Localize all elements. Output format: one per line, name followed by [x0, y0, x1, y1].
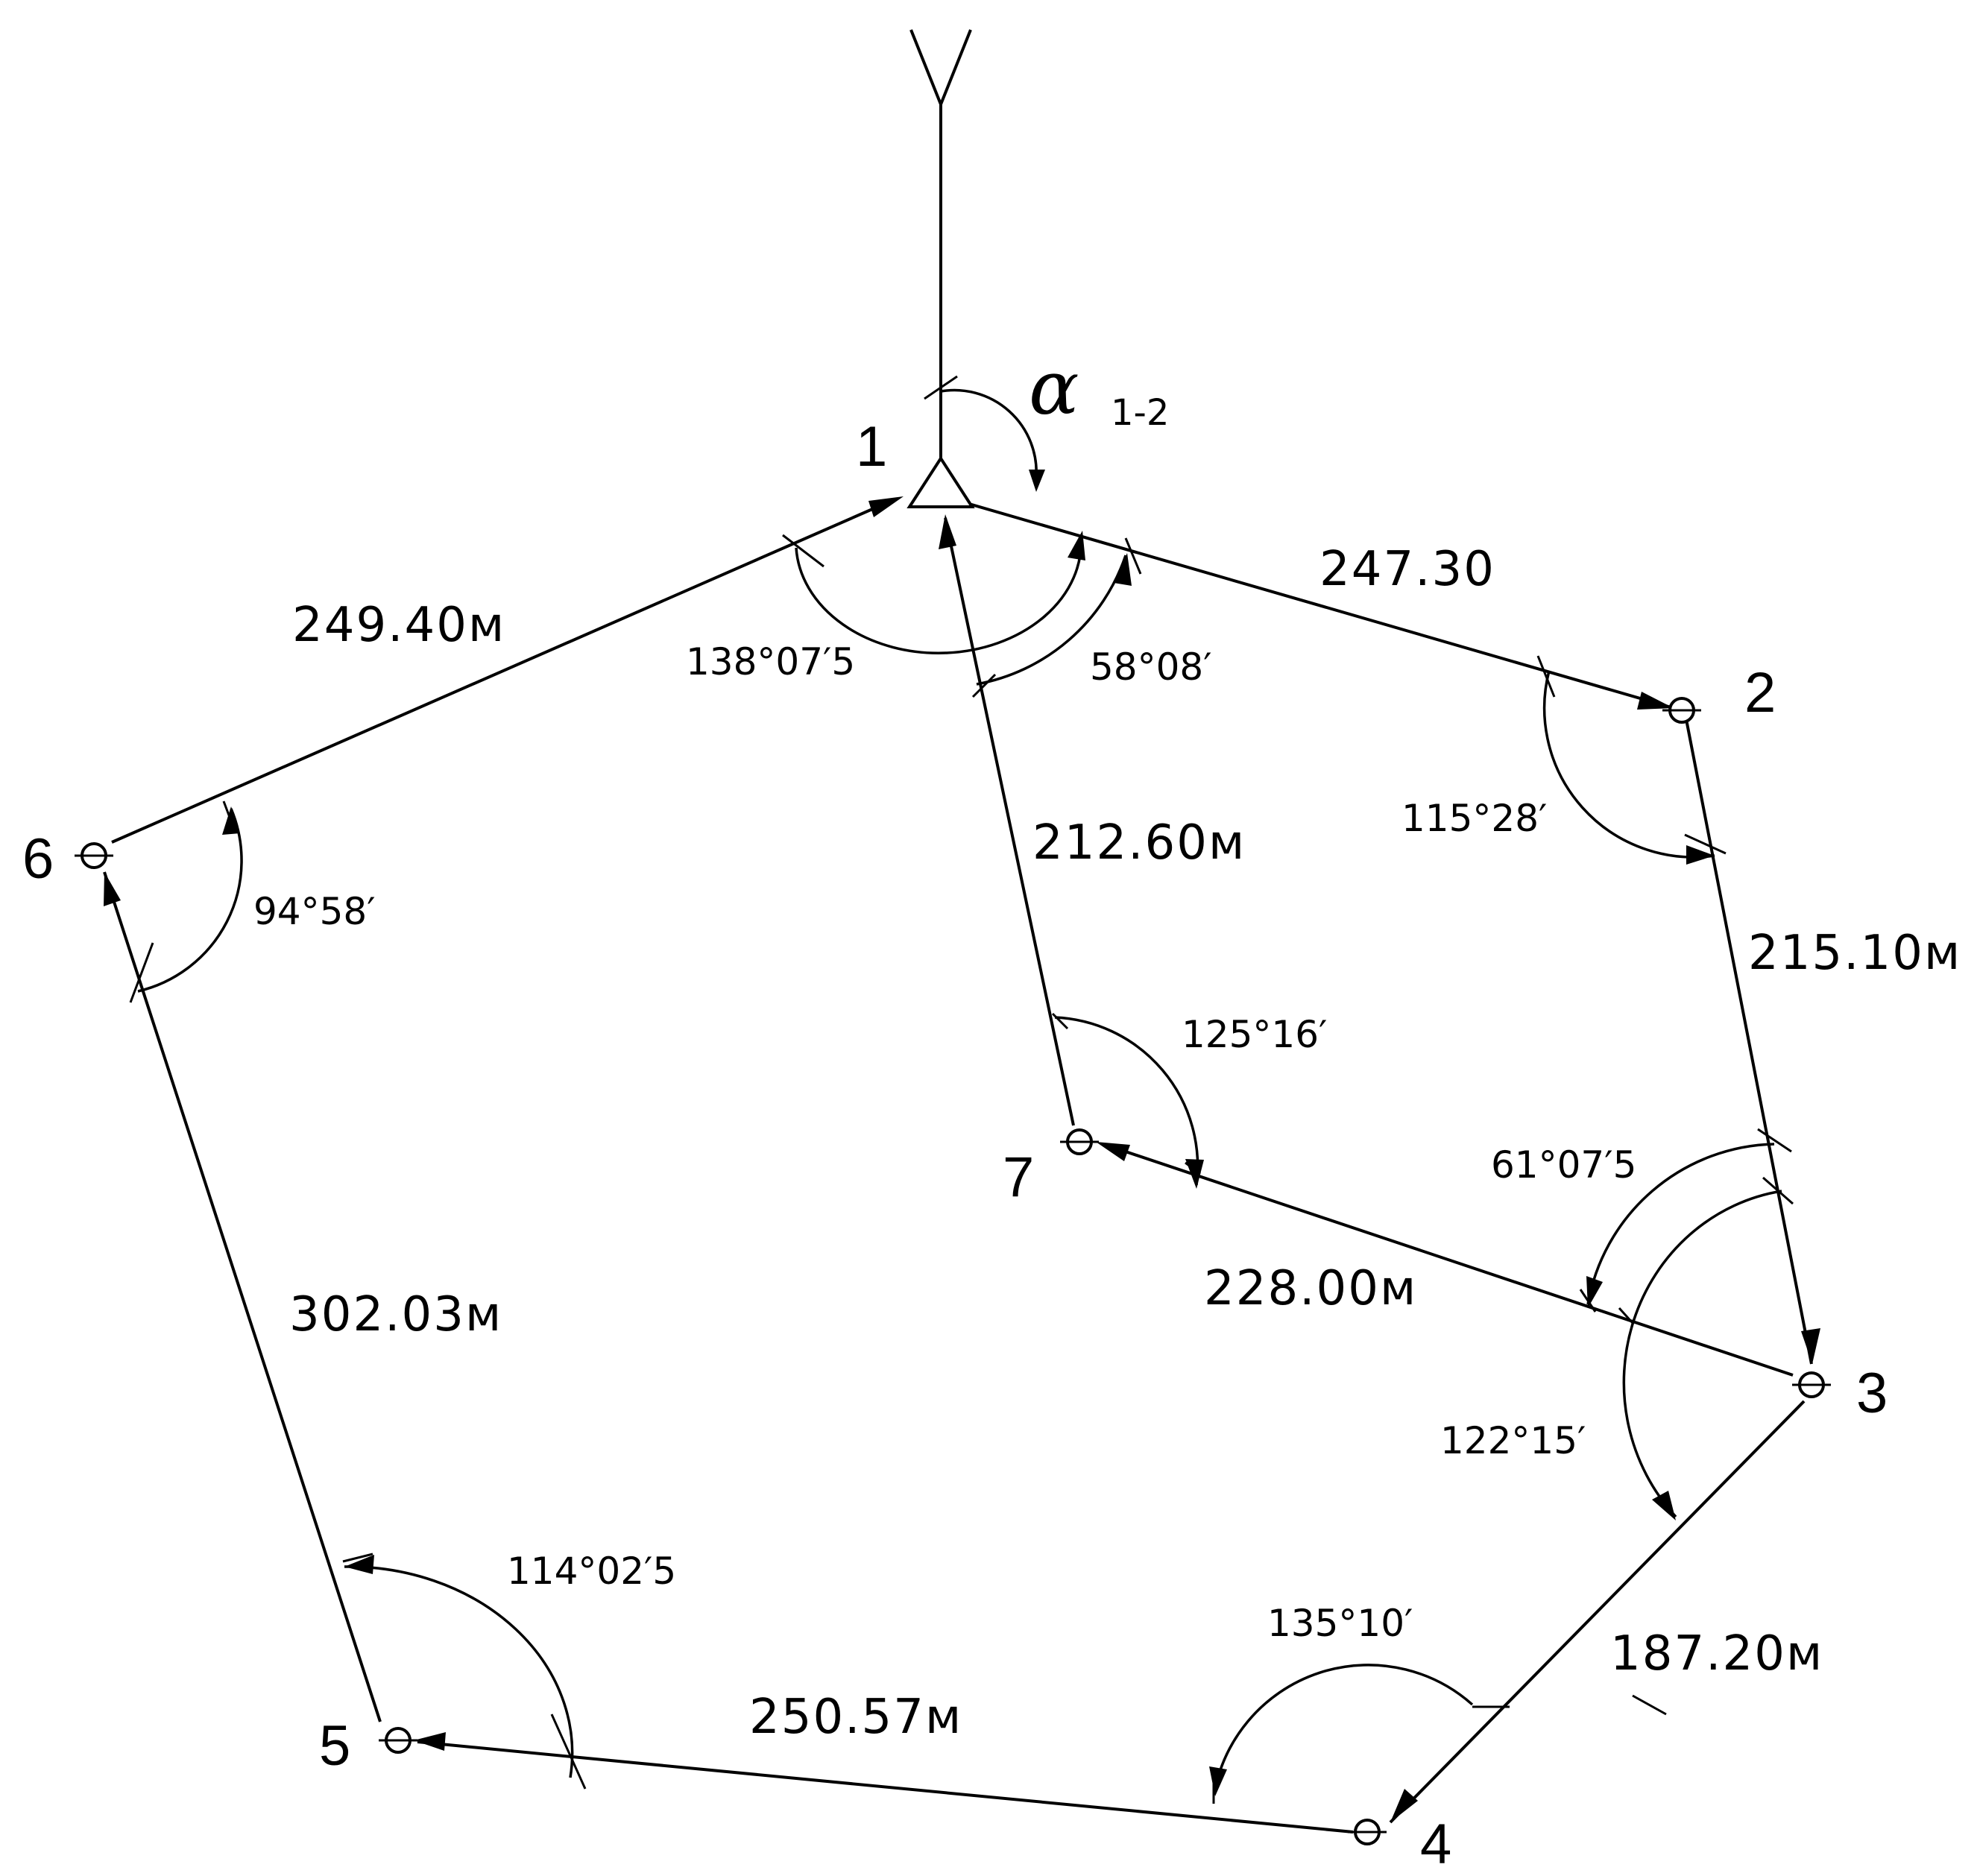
distance-7-1: 212.60м — [1032, 815, 1246, 871]
arrow-into-2 — [1637, 692, 1674, 710]
station-2-marker — [1662, 697, 1701, 724]
point-label-7: 7 — [1003, 1146, 1034, 1209]
arc-angle-2 — [1542, 670, 1715, 859]
angle-arcs — [137, 388, 1782, 1796]
line-5-6 — [103, 871, 382, 1722]
point-label-2: 2 — [1744, 661, 1776, 724]
line-2-3 — [1683, 711, 1813, 1365]
arrow-into-4 — [1390, 1789, 1418, 1822]
angle-label-3-diag: 61°07′5 — [1491, 1143, 1636, 1187]
station-7-marker — [1060, 1128, 1099, 1155]
north-arrow — [909, 29, 972, 458]
angle-label-4: 135°10′ — [1267, 1602, 1413, 1645]
point-label-4: 4 — [1420, 1813, 1451, 1876]
line-6-1 — [111, 498, 895, 844]
point-label-6: 6 — [22, 827, 54, 891]
arc-angle-6 — [137, 808, 243, 993]
line-arrows — [104, 496, 1820, 1822]
azimuth-subscript: 1-2 — [1111, 392, 1169, 434]
line-3-7 — [1103, 1143, 1794, 1377]
station-6-marker — [75, 842, 113, 869]
point-label-1: 1 — [856, 415, 887, 479]
angle-label-3-main: 122°15′ — [1440, 1419, 1586, 1462]
station-1-triangle — [906, 455, 975, 508]
line-3-4 — [1389, 1400, 1806, 1824]
angle-label-6: 94°58′ — [253, 890, 376, 933]
distance-5-6: 302.03м — [289, 1287, 502, 1342]
arc-angle-1-main — [795, 536, 1082, 654]
line-1-2 — [940, 494, 1674, 710]
azimuth-symbol: α — [1029, 344, 1079, 432]
arrow-into-5 — [414, 1732, 446, 1751]
angle-label-2: 115°28′ — [1401, 797, 1547, 840]
arc-angle-7 — [1054, 1016, 1199, 1186]
distance-4-5: 250.57м — [749, 1690, 962, 1745]
point-labels: 1 2 3 4 5 6 7 — [22, 415, 1888, 1876]
arc-angle-4 — [1214, 1664, 1474, 1790]
arrow-into-1 — [868, 496, 904, 517]
azimuth-label: α 1-2 — [1029, 344, 1169, 434]
distance-3-7: 228.00м — [1204, 1261, 1417, 1316]
traverse-lines — [103, 494, 1813, 1834]
station-5-marker — [379, 1727, 417, 1754]
arrow-into-3 — [1801, 1328, 1820, 1364]
stations — [75, 455, 1831, 1845]
distance-labels: 247.30 215.10м 187.20м 250.57м 302.03м 2… — [289, 542, 1961, 1745]
arrow-into-7 — [1096, 1142, 1130, 1161]
angle-label-1-main: 138°07′5 — [686, 640, 855, 683]
angle-label-5: 114°02′5 — [507, 1550, 676, 1593]
angle-label-7: 125°16′ — [1182, 1013, 1327, 1056]
arc-angle-3-diag — [1586, 1143, 1775, 1305]
arc-angle-3-main — [1622, 1190, 1782, 1518]
arc-angle-5 — [344, 1565, 574, 1778]
distance-1-2: 247.30 — [1319, 542, 1495, 597]
point-label-5: 5 — [319, 1714, 350, 1778]
distance-2-3: 215.10м — [1748, 926, 1961, 981]
arrow-into-1-from-7 — [939, 514, 956, 549]
distance-6-1: 249.40м — [292, 598, 505, 653]
angle-label-1-diag: 58°08′ — [1090, 645, 1212, 689]
angle-labels: 138°07′5 58°08′ 115°28′ 61°07′5 122°15′ … — [253, 640, 1636, 1645]
distance-3-4: 187.20м — [1610, 1626, 1823, 1681]
arc-alpha-1-2 — [940, 388, 1038, 478]
station-3-marker — [1792, 1371, 1831, 1398]
point-label-3: 3 — [1856, 1362, 1888, 1425]
arrow-into-6 — [104, 872, 121, 906]
line-7-1 — [944, 517, 1075, 1126]
station-4-marker — [1348, 1819, 1387, 1845]
